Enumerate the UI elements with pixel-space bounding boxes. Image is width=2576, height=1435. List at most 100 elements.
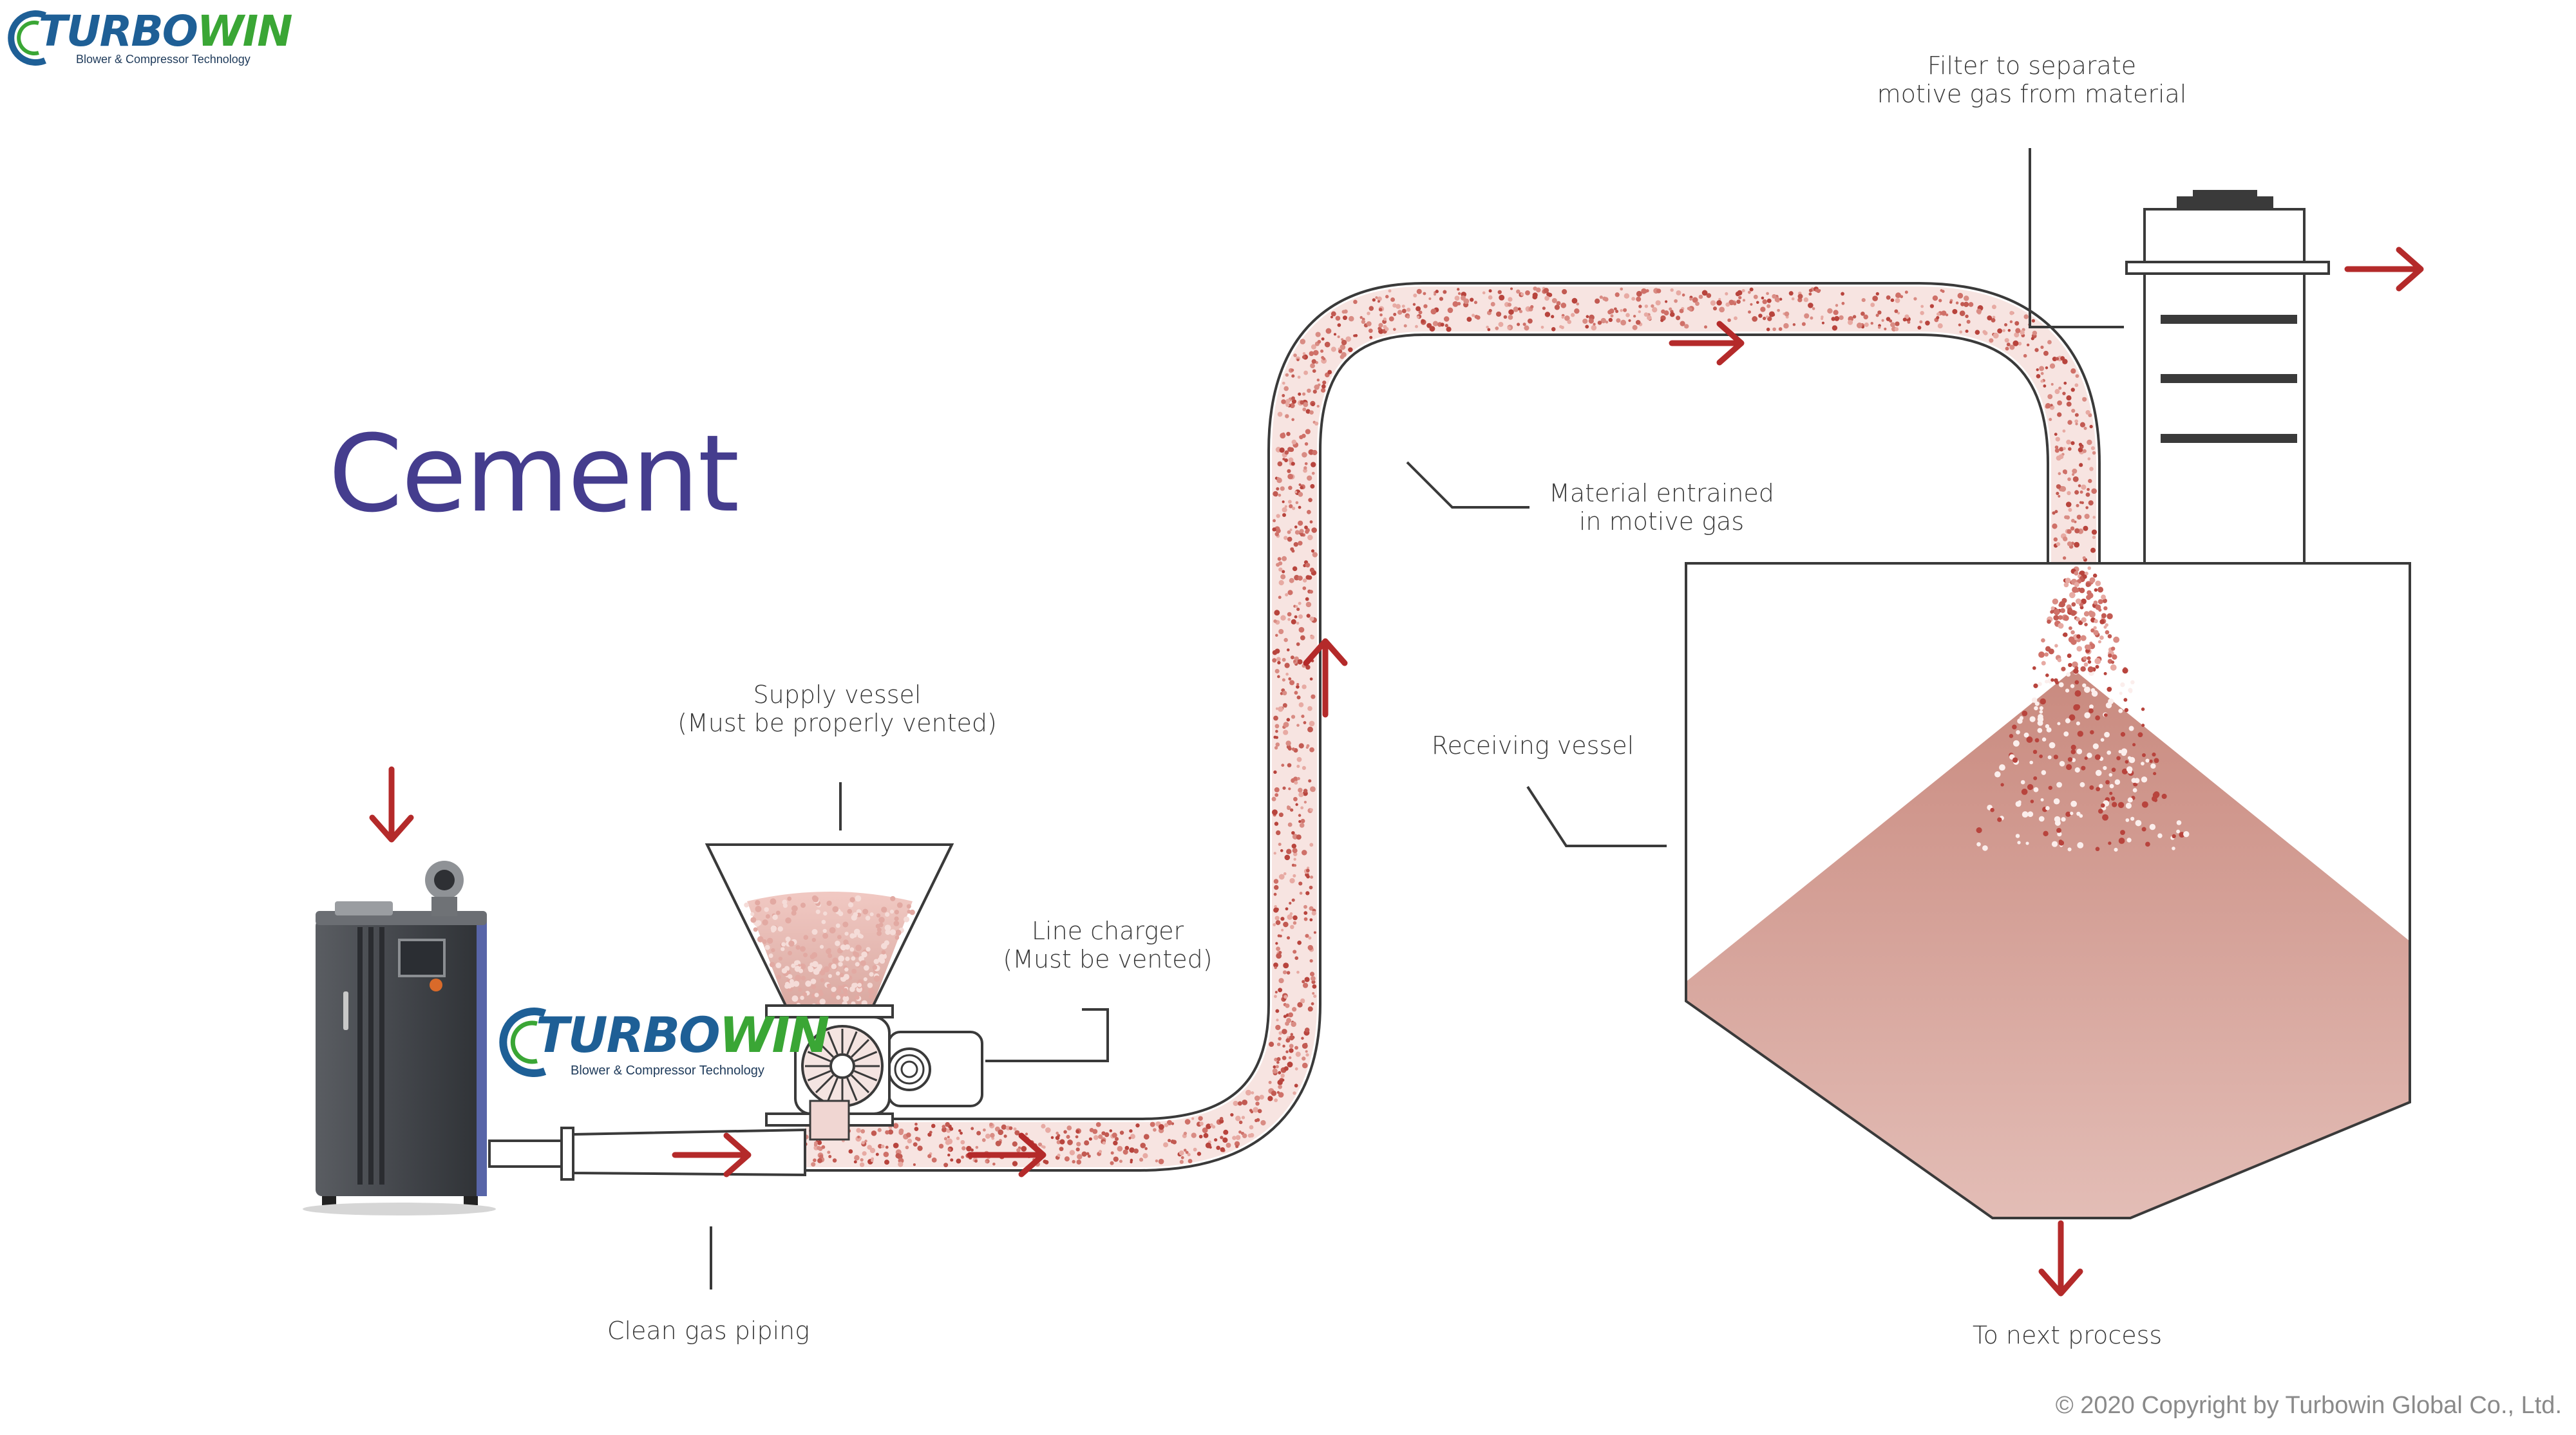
particle [1273, 1065, 1276, 1069]
particle [1304, 442, 1309, 446]
particle [1277, 557, 1282, 561]
particle [840, 944, 847, 951]
particle [1641, 288, 1647, 294]
particle [1623, 308, 1627, 312]
particle [1293, 864, 1297, 867]
particle [771, 948, 775, 953]
particle [2043, 384, 2047, 388]
particle [2092, 573, 2098, 578]
particle [2070, 800, 2078, 807]
particle [1067, 1140, 1073, 1145]
particle [2014, 332, 2020, 338]
particle [2047, 340, 2052, 344]
particle [1282, 691, 1287, 696]
particle [1766, 304, 1771, 308]
particle [811, 1162, 816, 1167]
particle [2154, 758, 2159, 764]
particle [791, 995, 799, 1002]
particle [1291, 439, 1297, 445]
particle [2088, 610, 2094, 615]
particle [876, 931, 882, 936]
particle [1287, 469, 1291, 473]
material-particles [803, 286, 2098, 1168]
particle [2057, 658, 2062, 662]
particle [837, 935, 842, 939]
particle [2034, 706, 2038, 711]
particle [1309, 720, 1315, 727]
particle [1202, 1127, 1208, 1134]
particle [770, 925, 777, 932]
particle [803, 952, 808, 957]
particle [868, 994, 873, 999]
particle [1289, 577, 1294, 583]
particle [2023, 732, 2029, 738]
particle [1282, 678, 1285, 682]
particle [2062, 391, 2066, 395]
particle [1877, 310, 1882, 315]
particle [2098, 586, 2104, 593]
particle [1297, 576, 1303, 581]
particle [1620, 309, 1623, 312]
particle [819, 970, 826, 976]
particle [2105, 780, 2110, 785]
particle [1599, 295, 1603, 299]
particle [904, 916, 910, 923]
particle [1291, 418, 1294, 422]
filter-label-line2: motive gas from material [1877, 80, 2187, 108]
particle [895, 1153, 901, 1159]
particle [905, 1132, 911, 1138]
particle [1267, 1096, 1273, 1102]
particle [1628, 319, 1631, 323]
particle [1488, 295, 1493, 300]
particle [1810, 316, 1814, 320]
particle [2047, 619, 2051, 624]
particle [2183, 831, 2190, 838]
particle [1335, 315, 1341, 321]
particle [811, 952, 818, 958]
particle [2108, 773, 2113, 777]
particle [1712, 306, 1718, 311]
particle [2059, 447, 2064, 452]
particle [1305, 563, 1311, 568]
particle [2056, 484, 2061, 489]
particle [2079, 490, 2083, 494]
particle [831, 986, 837, 992]
particle [2078, 484, 2081, 487]
particle [2045, 673, 2049, 677]
particle [787, 896, 792, 901]
next-process-label: To next process [1972, 1321, 2163, 1349]
particle [1290, 808, 1294, 812]
particle [1620, 319, 1627, 326]
particle [2120, 830, 2125, 835]
particle [1166, 1120, 1173, 1125]
particle [1415, 324, 1418, 328]
particle [966, 1145, 972, 1152]
particle [1287, 1062, 1293, 1068]
particle [2045, 366, 2049, 370]
particle [1295, 501, 1299, 505]
particle [1112, 1132, 1117, 1138]
particle [1286, 1018, 1292, 1024]
particle [2070, 684, 2075, 688]
particle [1904, 314, 1909, 319]
particle [881, 950, 886, 955]
particle [1285, 740, 1291, 746]
particle [1588, 318, 1594, 324]
particle [1273, 852, 1276, 855]
particle [927, 1154, 932, 1158]
particle [2091, 529, 2098, 535]
particle [2103, 713, 2108, 717]
particle [1750, 303, 1753, 306]
particle [2102, 814, 2108, 821]
particle [1294, 615, 1298, 619]
particle [1274, 1098, 1278, 1103]
particle [2007, 328, 2011, 332]
particle [1784, 311, 1790, 317]
particle [849, 897, 855, 903]
particle [2016, 730, 2020, 735]
particle [842, 921, 849, 928]
particle [843, 991, 848, 997]
particle [1614, 307, 1617, 311]
particle [2015, 801, 2022, 807]
particle [2053, 537, 2058, 542]
